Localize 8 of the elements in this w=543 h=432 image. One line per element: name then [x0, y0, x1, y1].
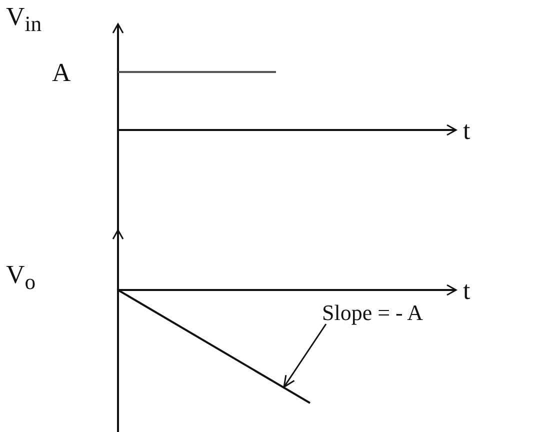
axis-label: t [463, 118, 470, 144]
output-ramp-line [118, 289, 310, 404]
level-label: A [52, 60, 71, 86]
axis-label: t [463, 278, 470, 304]
leader-line [283, 324, 327, 388]
axis-label: V$_{o}$ [6, 262, 36, 294]
axis-label: V$_{in}$ [6, 4, 42, 36]
slope-annotation: Slope = - A [322, 302, 424, 324]
